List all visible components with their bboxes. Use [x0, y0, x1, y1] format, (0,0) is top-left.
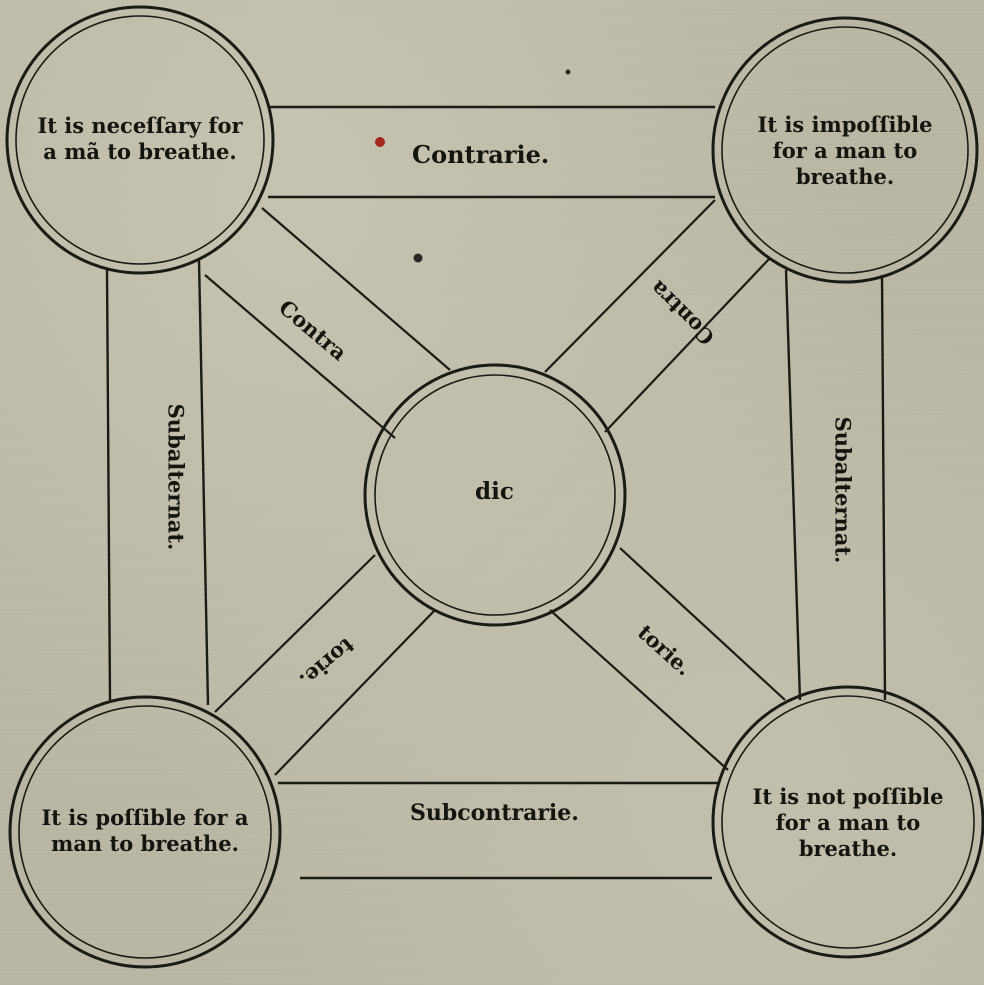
- diag-lr-line-a: [619, 547, 786, 701]
- red-ink-dot: [375, 137, 385, 147]
- band-right-line-inner: [784, 269, 802, 701]
- corner-bottom-right-line: breathe.: [798, 836, 898, 861]
- diag-ur-line-a: [544, 199, 716, 373]
- corner-top-right-line: breathe.: [795, 164, 895, 189]
- circle-bottom-left: [8, 695, 282, 969]
- circle-top-left: [5, 5, 275, 275]
- label-subalternat-right: Subalternat.: [830, 416, 856, 564]
- label-subalternat-left: Subalternat.: [163, 403, 189, 551]
- circle-center: [363, 363, 627, 627]
- center-label: dic: [475, 478, 514, 505]
- band-left-line-inner: [197, 259, 210, 706]
- corner-top-right-line: for a man to: [772, 138, 918, 163]
- diag-lr-line-b: [549, 609, 729, 771]
- diag-ul-line-a: [261, 207, 451, 371]
- diag-ul-line-b: [204, 274, 396, 439]
- corner-top-left-text: It is neceſſary for a mã to breathe.: [20, 113, 260, 165]
- corner-top-right-line: It is impoſſible: [757, 112, 933, 137]
- corner-top-left-line: a mã to breathe.: [43, 139, 237, 164]
- corner-bottom-left-line: man to breathe.: [51, 831, 239, 856]
- circle-top-right: [711, 16, 979, 284]
- diag-ur-line-b: [604, 257, 771, 433]
- label-subcontrarie: Subcontrarie.: [410, 800, 579, 826]
- circle-bottom-right: [711, 685, 984, 959]
- label-contrarie: Contrarie.: [412, 140, 550, 169]
- corner-bottom-right-text: It is not poſſible for a man to breathe.: [728, 784, 968, 862]
- band-left-line-outer: [105, 269, 112, 701]
- corner-bottom-right-line: It is not poſſible: [752, 784, 944, 809]
- corner-bottom-left-text: It is poſſible for a man to breathe.: [20, 805, 270, 857]
- ink-speck: [413, 253, 423, 263]
- diag-ll-line-a: [214, 554, 376, 713]
- corner-bottom-right-line: for a man to: [775, 810, 921, 835]
- diag-ll-line-b: [274, 609, 436, 776]
- ink-speck: [565, 69, 571, 75]
- corner-top-right-text: It is impoſſible for a man to breathe.: [725, 112, 965, 190]
- band-right-line-outer: [880, 274, 887, 701]
- corner-bottom-left-line: It is poſſible for a: [41, 805, 249, 830]
- corner-top-left-line: It is neceſſary for: [37, 113, 243, 138]
